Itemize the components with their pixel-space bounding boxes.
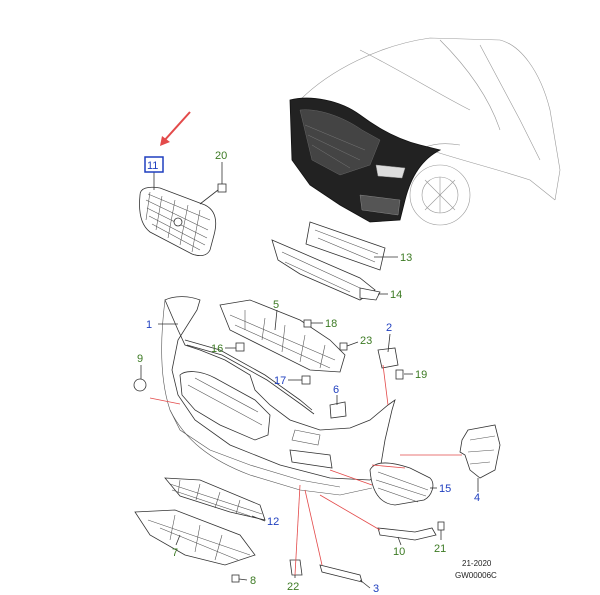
small-fasteners [133,319,404,419]
label-2[interactable]: 2 [386,322,392,334]
part-16-clip [235,342,245,352]
label-23[interactable]: 23 [360,335,372,347]
part-labels: 11 20 13 14 1 5 18 23 2 9 16 19 17 6 15 … [137,150,480,595]
part-4-bracket [459,424,501,479]
part-17-clip [301,375,311,385]
label-22[interactable]: 22 [287,581,299,593]
label-20[interactable]: 20 [215,150,227,162]
part-13-14-support [271,221,386,301]
part-23-clip [339,342,348,351]
label-15[interactable]: 15 [439,483,451,495]
label-11[interactable]: 11 [147,160,158,172]
label-21[interactable]: 21 [434,543,446,555]
label-14[interactable]: 14 [390,289,402,301]
label-7[interactable]: 7 [172,547,178,559]
part-5-absorber [219,299,346,373]
part-9-cap [133,378,147,392]
part-1-bumper-cover [161,296,396,496]
part-7-undertray [134,509,256,566]
label-5[interactable]: 5 [273,299,279,311]
label-1[interactable]: 1 [146,319,152,331]
label-18[interactable]: 18 [325,318,337,330]
label-9[interactable]: 9 [137,353,143,365]
part-18-clip [303,319,312,328]
label-3[interactable]: 3 [373,583,379,595]
part-6-cover [329,401,347,419]
highlight-arrow [160,111,191,146]
part-2-bracket [377,347,399,369]
part-20-screw [199,183,227,205]
part-15-fog-grille [369,462,434,506]
drawing-code: GW00006C [455,571,497,580]
label-12[interactable]: 12 [267,516,279,528]
part-19-clip [395,369,404,380]
label-19[interactable]: 19 [415,369,427,381]
label-8[interactable]: 8 [250,575,256,587]
vehicle-illustration [289,37,561,226]
label-13[interactable]: 13 [400,252,412,264]
label-10[interactable]: 10 [393,546,405,558]
part-12-lower-grille [164,477,266,521]
label-17[interactable]: 17 [274,375,286,387]
part-10-21-trim [377,521,445,541]
label-16[interactable]: 16 [211,343,223,355]
leader-lines [140,162,479,589]
part-11-grille [139,186,217,257]
label-6[interactable]: 6 [333,384,339,396]
reference-code: 21-2020 [462,559,492,568]
label-4[interactable]: 4 [474,492,480,504]
part-11-highlight-box [144,156,164,173]
